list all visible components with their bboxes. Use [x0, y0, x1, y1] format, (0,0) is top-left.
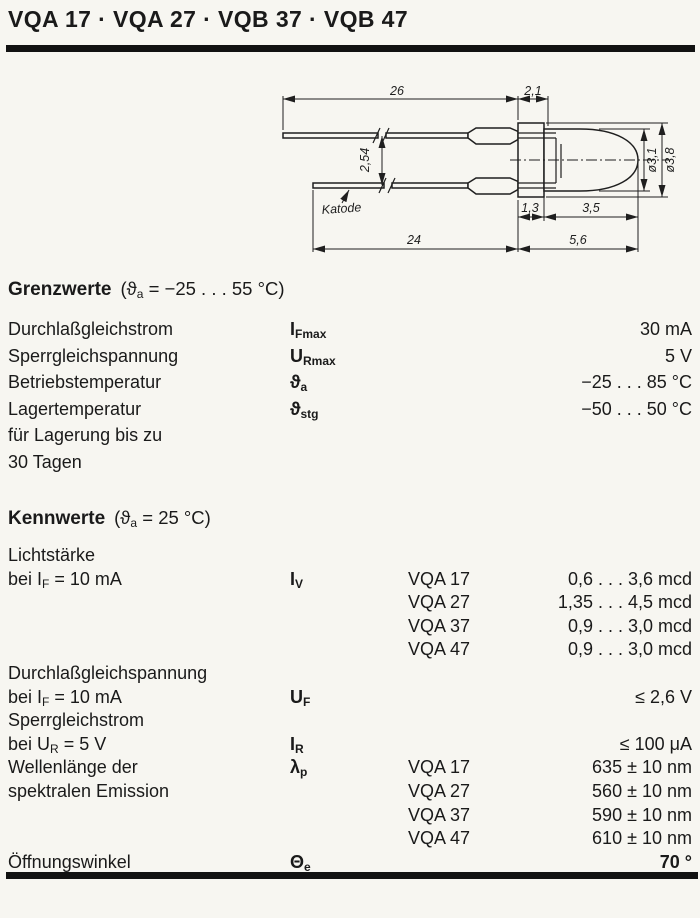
param-value: ≤ 100 μA [619, 733, 692, 754]
characteristics-heading: Kennwerte (ϑa = 25 °C) [8, 507, 692, 530]
char-row: Sperrgleichstrom [8, 709, 692, 733]
param-value: 1,35 . . . 4,5 mcd [557, 592, 692, 613]
param-value: −50 . . . 50 °C [581, 398, 692, 419]
dim-label-lead-top: 26 [389, 84, 404, 98]
device-name: VQA 17 [408, 568, 471, 589]
param-label: Lagertemperatur [8, 398, 142, 419]
char-row: spektralen Emission VQA 27 560 ± 10 nm [8, 780, 692, 804]
device-name: VQA 47 [408, 828, 471, 849]
param-value: −25 . . . 85 °C [581, 372, 692, 393]
param-value: 0,6 . . . 3,6 mcd [567, 568, 692, 589]
param-symbol: IFmax [290, 319, 327, 341]
section-condition: (ϑa = −25 . . . 55 °C) [120, 278, 285, 301]
param-value: 560 ± 10 nm [592, 780, 692, 801]
param-symbol: UF [290, 686, 311, 709]
char-row: VQA 37 590 ± 10 nm [8, 804, 692, 828]
limits-section: Grenzwerte (ϑa = −25 . . . 55 °C) Durchla… [8, 278, 692, 478]
characteristics-section: Kennwerte (ϑa = 25 °C) Lichtstärke bei IF… [8, 507, 692, 874]
param-label: bei UR = 5 V [8, 733, 107, 756]
char-row: VQA 47 0,9 . . . 3,0 mcd [8, 638, 692, 662]
param-symbol: ϑstg [290, 398, 319, 421]
dim-label-dia-inner: ø3,1 [645, 147, 659, 172]
char-row: Durchlaßgleichspannung [8, 662, 692, 686]
param-symbol: ϑa [290, 372, 308, 395]
dim-label-flange: 2,1 [523, 84, 541, 98]
param-symbol: Θe [290, 851, 311, 874]
device-name: VQA 27 [408, 592, 471, 613]
section-title: Grenzwerte [8, 279, 112, 300]
param-label: Betriebstemperatur [8, 372, 162, 393]
char-row: VQA 27 1,35 . . . 4,5 mcd [8, 591, 692, 615]
char-row: VQA 47 610 ± 10 nm [8, 827, 692, 851]
device-name: VQA 37 [408, 804, 471, 825]
limits-heading: Grenzwerte (ϑa = −25 . . . 55 °C) [8, 278, 692, 301]
param-value: 0,9 . . . 3,0 mcd [567, 639, 692, 660]
limits-row: 30 Tagen [8, 451, 692, 478]
dim-label-pitch: 2,54 [358, 148, 372, 173]
param-label: spektralen Emission [8, 780, 170, 801]
char-row: bei UR = 5 V IR ≤ 100 μA [8, 733, 692, 757]
param-value: 0,9 . . . 3,0 mcd [567, 615, 692, 636]
dim-label-total: 5,6 [569, 233, 586, 247]
param-label: Öffnungswinkel [8, 851, 131, 872]
cathode-label: Katode [321, 200, 362, 217]
dim-label-dia-outer: ø3,8 [663, 147, 677, 172]
section-title: Kennwerte [8, 508, 106, 529]
param-value: 590 ± 10 nm [592, 804, 692, 825]
param-symbol: λp [290, 757, 308, 780]
char-row: Wellenlänge der λp VQA 17 635 ± 10 nm [8, 756, 692, 780]
led-dimension-drawing: 26 2,1 2,54 ø3,1 ø3,8 Katode 1,3 3,5 24 … [264, 84, 698, 272]
param-value: 5 V [664, 345, 692, 366]
param-symbol: IV [290, 568, 304, 591]
param-value: 30 mA [639, 319, 692, 339]
param-label: für Lagerung bis zu [8, 425, 163, 446]
limits-row: Betriebstemperatur ϑa −25 . . . 85 °C [8, 371, 692, 398]
param-label: Sperrgleichstrom [8, 710, 145, 731]
char-row: Lichtstärke [8, 544, 692, 568]
param-value: ≤ 2,6 V [635, 686, 692, 707]
limits-row: Lagertemperatur ϑstg −50 . . . 50 °C [8, 398, 692, 425]
device-name: VQA 17 [408, 757, 471, 778]
device-name: VQA 37 [408, 615, 471, 636]
param-label: Lichtstärke [8, 545, 96, 565]
param-value: 635 ± 10 nm [592, 757, 692, 778]
footer-rule [6, 872, 698, 879]
param-value: 70 ° [659, 851, 692, 872]
limits-row: Sperrgleichspannung URmax 5 V [8, 345, 692, 372]
param-label: Sperrgleichspannung [8, 345, 179, 366]
char-row: VQA 37 0,9 . . . 3,0 mcd [8, 615, 692, 639]
title-rule [6, 45, 695, 52]
param-value: 610 ± 10 nm [592, 828, 692, 849]
led-body [282, 122, 639, 198]
param-label: Wellenlänge der [8, 757, 138, 778]
param-symbol: IR [290, 733, 304, 756]
dim-label-dome: 3,5 [582, 201, 599, 215]
param-label: Durchlaßgleichspannung [8, 662, 208, 683]
param-symbol: URmax [290, 345, 336, 368]
param-label: Durchlaßgleichstrom [8, 319, 174, 339]
led-outline-svg: 26 2,1 2,54 ø3,1 ø3,8 Katode 1,3 3,5 24 … [282, 84, 677, 253]
param-label: bei IF = 10 mA [8, 686, 122, 709]
dim-label-base: 1,3 [521, 201, 538, 215]
dimension-lines [283, 95, 666, 253]
device-name: VQA 27 [408, 780, 471, 801]
dim-label-lead-bottom: 24 [406, 233, 421, 247]
limits-row: Durchlaßgleichstrom IFmax 30 mA [8, 318, 692, 345]
page-title: VQA 17 · VQA 27 · VQB 37 · VQB 47 [8, 6, 409, 32]
char-row: Öffnungswinkel Θe 70 ° [8, 851, 692, 875]
param-label: bei IF = 10 mA [8, 568, 122, 591]
char-row: bei IF = 10 mA UF ≤ 2,6 V [8, 686, 692, 710]
section-condition: (ϑa = 25 °C) [114, 507, 211, 530]
device-name: VQA 47 [408, 639, 471, 660]
param-label: 30 Tagen [8, 451, 82, 472]
limits-row: für Lagerung bis zu [8, 424, 692, 451]
char-row: bei IF = 10 mA IV VQA 17 0,6 . . . 3,6 m… [8, 568, 692, 592]
